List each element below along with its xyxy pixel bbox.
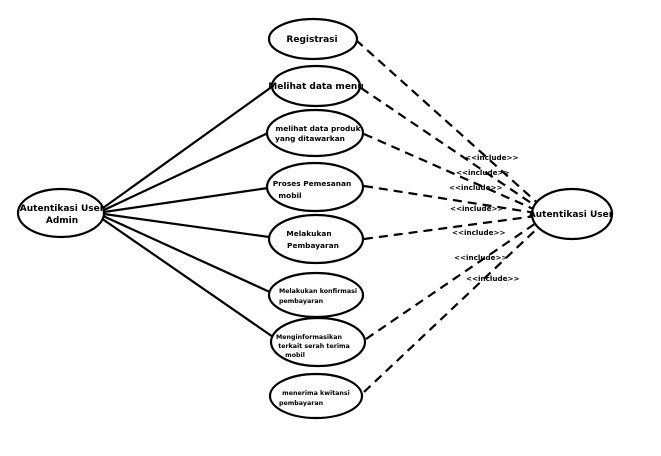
include-label: <<include>> bbox=[452, 228, 506, 237]
assoc-melihat-data-produk bbox=[103, 132, 269, 211]
include-line-menerima-kwitansi bbox=[363, 223, 543, 393]
include-line-melihat-data-produk bbox=[363, 132, 539, 213]
include-label: <<include>> bbox=[454, 253, 508, 262]
include-label: <<include>> bbox=[456, 168, 510, 177]
usecase-melihat-data-menu: Melihat data menu bbox=[268, 64, 364, 108]
include-line-menginformasikan bbox=[365, 220, 540, 340]
usecase-menginformasikan: Menginformasikan terkait serah terima mo… bbox=[269, 316, 367, 368]
assoc-melihat-data-menu bbox=[102, 85, 274, 209]
usecase-menginformasikan-line-3: mobil bbox=[285, 352, 305, 359]
include-line-melakukan-pembayaran bbox=[363, 214, 537, 241]
include-line-melihat-data-menu bbox=[360, 87, 541, 210]
usecase-melihat-data-produk-line-2: yang ditawarkan bbox=[275, 134, 345, 143]
usecase-proses-pemesanan: Proses Pemesanan mobil bbox=[265, 161, 365, 213]
usecase-menerima-kwitansi-line-1: menerima kwitansi bbox=[282, 390, 350, 397]
assoc-melakukan-konfirmasi bbox=[102, 214, 273, 295]
actor-admin-line-2: Admin bbox=[46, 216, 78, 226]
usecase-menerima-kwitansi: menerima kwitansi pembayaran bbox=[268, 372, 364, 420]
usecase-menginformasikan-line-1: Menginformasikan bbox=[276, 334, 342, 341]
usecase-melakukan-konfirmasi-line-1: Melakukan konfirmasi bbox=[279, 288, 357, 295]
usecase-registrasi: Registrasi bbox=[267, 17, 359, 61]
include-label: <<include>> bbox=[449, 183, 503, 192]
usecase-melihat-data-produk-line-1: melihat data produk bbox=[276, 124, 362, 133]
usecase-registrasi-line-1: Registrasi bbox=[286, 35, 337, 45]
usecase-menerima-kwitansi-line-2: pembayaran bbox=[279, 400, 323, 407]
actor-autentikasi-user: Autentikasi User bbox=[529, 187, 614, 241]
usecase-melakukan-pembayaran-line-2: Pembayaran bbox=[287, 241, 339, 250]
actor-autentikasi-user-admin: Autentikasi User Admin bbox=[16, 187, 106, 239]
actor-user-line-1: Autentikasi User bbox=[529, 210, 614, 220]
include-label: <<include>> bbox=[465, 153, 519, 162]
usecase-melakukan-konfirmasi-line-2: pembayaran bbox=[279, 298, 323, 305]
usecase-proses-pemesanan-line-2: mobil bbox=[278, 191, 301, 200]
usecase-melihat-data-menu-line-1: Melihat data menu bbox=[268, 82, 363, 92]
include-label: <<include>> bbox=[466, 274, 520, 283]
usecase-melihat-data-produk: melihat data produk yang ditawarkan bbox=[265, 108, 365, 158]
usecase-melakukan-pembayaran: Melakukan Pembayaran bbox=[267, 213, 365, 265]
admin-associations bbox=[100, 85, 277, 340]
include-labels: <<include>> <<include>> <<include>> <<in… bbox=[449, 153, 520, 283]
usecase-menginformasikan-line-2: terkait serah terima bbox=[278, 343, 350, 350]
assoc-proses-pemesanan bbox=[103, 186, 269, 214]
actor-admin-line-1: Autentikasi User bbox=[20, 204, 105, 214]
include-lines bbox=[355, 39, 543, 393]
usecase-melakukan-konfirmasi: Melakukan konfirmasi pembayaran bbox=[267, 271, 365, 319]
assoc-melakukan-pembayaran bbox=[103, 212, 270, 239]
usecase-proses-pemesanan-line-1: Proses Pemesanan bbox=[273, 179, 352, 188]
include-label: <<include>> bbox=[450, 204, 504, 213]
assoc-menginformasikan bbox=[100, 217, 277, 340]
usecase-melakukan-pembayaran-line-1: Melakukan bbox=[286, 229, 331, 238]
include-line-registrasi bbox=[355, 39, 543, 208]
